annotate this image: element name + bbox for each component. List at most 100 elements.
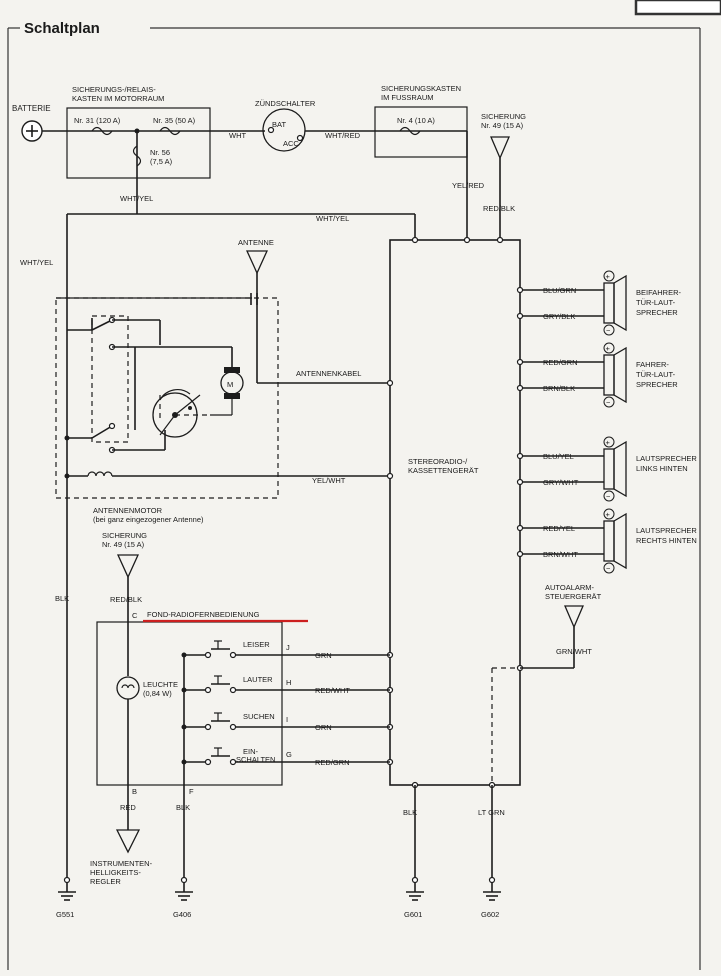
svg-text:SICHERUNGSKASTEN: SICHERUNGSKASTEN	[381, 84, 461, 93]
svg-text:(7,5 A): (7,5 A)	[150, 157, 173, 166]
svg-text:STEREORADIO-/: STEREORADIO-/	[408, 457, 468, 466]
switch-label-2: SCHALTEN	[236, 755, 275, 764]
stereo-radio: STEREORADIO-/ KASSETTENGERÄT	[386, 236, 524, 789]
wire-label: RED/WHT	[315, 686, 350, 695]
speaker-wire-label: RED/YEL	[543, 524, 575, 533]
speaker-wire-label: GRY/BLK	[543, 312, 575, 321]
svg-text:ANTENNENMOTOR: ANTENNENMOTOR	[93, 506, 163, 515]
ground-g406: G406	[173, 876, 193, 919]
pin-label: J	[286, 643, 290, 652]
battery: BATTERIE	[12, 104, 51, 142]
fuse-49-top: SICHERUNG Nr. 49 (15 A)	[481, 112, 526, 160]
speaker-wire-label: BRN/WHT	[543, 550, 578, 559]
pin-label: G	[286, 750, 292, 759]
fuse-56-symbol	[132, 145, 142, 167]
svg-text:KASTEN IM MOTORRAUM: KASTEN IM MOTORRAUM	[72, 94, 164, 103]
speaker-name: BEIFAHRER-	[636, 288, 682, 297]
svg-text:+: +	[606, 438, 611, 447]
svg-text:Nr. 4 (10 A): Nr. 4 (10 A)	[397, 116, 435, 125]
page-title: Schaltplan	[24, 20, 100, 37]
speaker-name: SPRECHER	[636, 308, 678, 317]
svg-text:Nr. 35 (50 A): Nr. 35 (50 A)	[153, 116, 196, 125]
svg-text:−: −	[606, 398, 611, 407]
switch-4: EIN-SCHALTEN G RED/GRN	[181, 747, 390, 767]
svg-text:WHT/RED: WHT/RED	[325, 131, 361, 140]
svg-text:YEL/WHT: YEL/WHT	[312, 476, 346, 485]
battery-label: BATTERIE	[12, 104, 51, 113]
speaker-name: LAUTSPRECHER	[636, 526, 697, 535]
svg-text:Nr. 49 (15 A): Nr. 49 (15 A)	[481, 121, 524, 130]
switch-label: LEISER	[243, 640, 270, 649]
speaker-1: BLU/GRNGRY/BLK+−BEIFAHRER-TÜR-LAUT-SPREC…	[516, 270, 682, 336]
svg-text:LEUCHTE: LEUCHTE	[143, 680, 178, 689]
svg-text:LT GRN: LT GRN	[478, 808, 505, 817]
ground-label: G601	[404, 910, 422, 919]
switch-label: EIN-	[243, 747, 259, 756]
svg-text:ACC: ACC	[283, 139, 299, 148]
svg-text:AUTOALARM-: AUTOALARM-	[545, 583, 595, 592]
svg-text:−: −	[606, 326, 611, 335]
svg-text:RED/BLK: RED/BLK	[110, 595, 142, 604]
svg-text:B: B	[132, 787, 137, 796]
speaker-name: RECHTS HINTEN	[636, 536, 697, 545]
svg-text:YEL/RED: YEL/RED	[452, 181, 485, 190]
svg-text:BLK: BLK	[55, 594, 69, 603]
svg-text:STEUERGERÄT: STEUERGERÄT	[545, 592, 602, 601]
svg-text:−: −	[606, 564, 611, 573]
svg-text:RED/BLK: RED/BLK	[483, 204, 515, 213]
pin-label: H	[286, 678, 291, 687]
svg-text:SICHERUNGS-/RELAIS-: SICHERUNGS-/RELAIS-	[72, 85, 156, 94]
alarm-unit: AUTOALARM- STEUERGERÄT GRN/WHT	[491, 583, 602, 783]
svg-text:SICHERUNG: SICHERUNG	[481, 112, 526, 121]
wire-label: GRN	[315, 651, 332, 660]
svg-text:ANTENNE: ANTENNE	[238, 238, 274, 247]
svg-text:C: C	[132, 611, 138, 620]
ignition-switch: ZÜNDSCHALTER BAT ACC	[255, 99, 316, 152]
antenna: ANTENNE	[238, 238, 274, 275]
speaker-wire-label: RED/GRN	[543, 358, 578, 367]
svg-text:Nr. 31 (120 A): Nr. 31 (120 A)	[74, 116, 121, 125]
ground-label: G602	[481, 910, 499, 919]
svg-text:+: +	[606, 272, 611, 281]
switch-1: LEISER J GRN	[181, 640, 390, 660]
fond-remote-control: SICHERUNG Nr. 49 (15 A) RED/BLK C FOND-R…	[90, 531, 308, 886]
svg-text:M: M	[227, 380, 233, 389]
speaker-name: SPRECHER	[636, 380, 678, 389]
svg-text:BAT: BAT	[272, 120, 286, 129]
speaker-name: TÜR-LAUT-	[636, 370, 676, 379]
ground-g551: G551	[56, 876, 76, 919]
ground-g601: G601	[404, 876, 424, 919]
wire-label: ORN	[315, 723, 332, 732]
svg-text:BLK: BLK	[403, 808, 417, 817]
ground-g602: G602	[481, 876, 501, 919]
svg-text:+: +	[606, 344, 611, 353]
relay-box: SICHERUNGS-/RELAIS- KASTEN IM MOTORRAUM …	[66, 85, 211, 190]
speaker-wire-label: BRN/BLK	[543, 384, 575, 393]
speaker-name: LINKS HINTEN	[636, 464, 688, 473]
svg-text:BLK: BLK	[176, 803, 190, 812]
wire-label: RED/GRN	[315, 758, 350, 767]
svg-text:WHT/YEL: WHT/YEL	[316, 214, 349, 223]
svg-text:REGLER: REGLER	[90, 877, 121, 886]
speakers: BLU/GRNGRY/BLK+−BEIFAHRER-TÜR-LAUT-SPREC…	[516, 270, 697, 574]
svg-text:WHT: WHT	[229, 131, 246, 140]
motor-coil-symbol	[87, 471, 113, 477]
speaker-name: LAUTSPRECHER	[636, 454, 697, 463]
svg-text:KASSETTENGERÄT: KASSETTENGERÄT	[408, 466, 479, 475]
svg-text:SICHERUNG: SICHERUNG	[102, 531, 147, 540]
svg-text:WHT/YEL: WHT/YEL	[20, 258, 53, 267]
fuse-35-symbol	[159, 126, 181, 136]
svg-text:RED: RED	[120, 803, 136, 812]
antenna-motor: M ANTENNENMOTOR (bei ganz eingezogener A…	[55, 293, 279, 524]
svg-text:INSTRUMENTEN-: INSTRUMENTEN-	[90, 859, 153, 868]
svg-text:+: +	[606, 510, 611, 519]
speaker-wire-label: BLU/YEL	[543, 452, 574, 461]
speaker-name: TÜR-LAUT-	[636, 298, 676, 307]
switch-label: LAUTER	[243, 675, 273, 684]
speaker-wire-label: GRY/WHT	[543, 478, 579, 487]
